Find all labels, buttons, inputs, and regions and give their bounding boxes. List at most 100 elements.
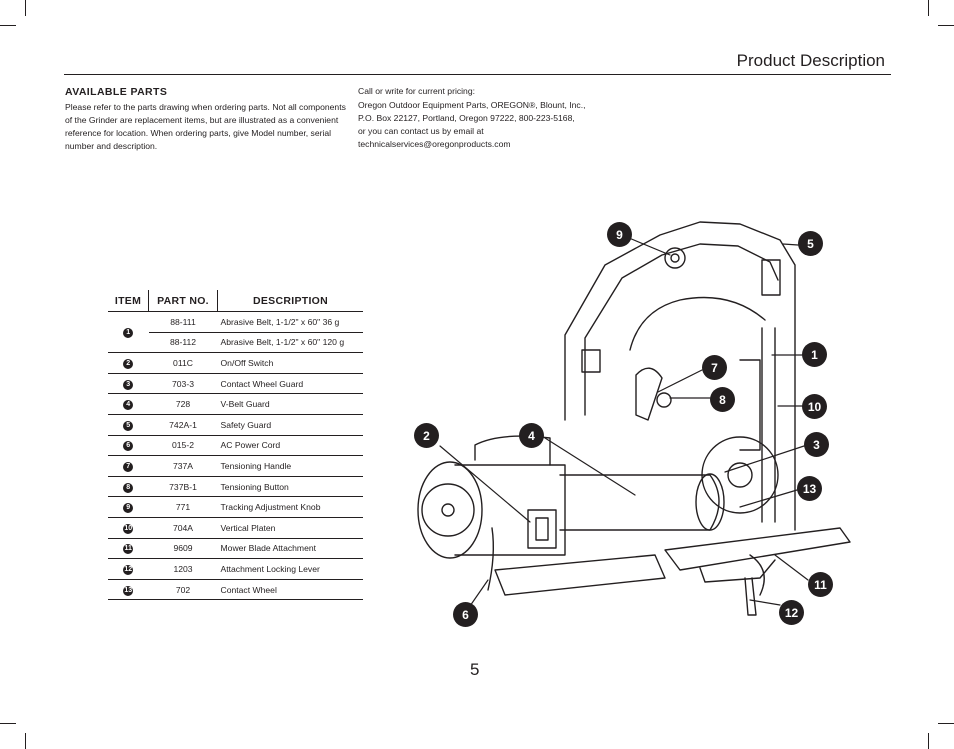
item-number-cell: 7 (108, 455, 149, 477)
crop-mark (938, 723, 954, 724)
part-number-cell: 737B-1 (148, 476, 218, 498)
leader-line-6 (469, 579, 489, 607)
callout-11: 11 (808, 572, 833, 597)
contact-line: or you can contact us by email at (358, 126, 484, 136)
parts-table: ITEM PART NO. DESCRIPTION 1 88-111 Abras… (108, 290, 363, 601)
crop-mark (0, 723, 16, 724)
available-parts-body: Please refer to the parts drawing when o… (65, 102, 346, 151)
leader-line-2 (439, 445, 531, 523)
description-cell: Attachment Locking Lever (217, 558, 363, 580)
leader-line-7 (657, 369, 703, 393)
table-row: 10 704A Vertical Platen (108, 517, 363, 539)
part-number-cell: 702 (148, 579, 218, 601)
part-number-cell: 1203 (148, 558, 218, 580)
callout-5: 5 (798, 231, 823, 256)
callout-10: 10 (802, 394, 827, 419)
table-row: 3 703-3 Contact Wheel Guard (108, 373, 363, 395)
part-number-cell: 88-111 (148, 311, 218, 333)
item-number-badge: 8 (123, 482, 134, 493)
item-number-badge: 1 (123, 328, 134, 339)
crop-mark (25, 0, 26, 16)
switch-rocker-shape (535, 517, 549, 541)
table-header-row: ITEM PART NO. DESCRIPTION (108, 290, 363, 312)
item-number-cell: 2 (108, 352, 149, 374)
v-belt-guard-shape (559, 474, 720, 531)
item-number-badge: 13 (123, 585, 134, 596)
table-row: 6 015-2 AC Power Cord (108, 435, 363, 457)
item-number-badge: 5 (123, 420, 134, 431)
contact-line: Oregon Outdoor Equipment Parts, OREGON®,… (358, 100, 586, 110)
platen-bracket-shape (739, 359, 761, 451)
available-parts-heading: AVAILABLE PARTS (65, 86, 168, 98)
guard-slot-shape (761, 259, 781, 296)
item-number-badge: 3 (123, 379, 134, 390)
crop-mark (938, 25, 954, 26)
page-title: Product Description (736, 51, 885, 70)
item-number-cell: 3 (108, 373, 149, 395)
motor-top-box (474, 435, 551, 466)
item-number-cell: 10 (108, 517, 149, 539)
leader-lines (439, 237, 809, 607)
item-number-cell: 12 (108, 558, 149, 580)
table-row: 1 88-111 Abrasive Belt, 1-1/2" x 60" 36 … (108, 311, 363, 354)
part-number-cell: 737A (148, 455, 218, 477)
item-number-cell: 11 (108, 538, 149, 560)
tracking-knob-shape (664, 247, 686, 269)
contact-block: Oregon Outdoor Equipment Parts, OREGON®,… (358, 99, 638, 151)
table-row: 2 011C On/Off Switch (108, 352, 363, 374)
column-header-item: ITEM (108, 290, 149, 312)
part-number-cell: 011C (148, 352, 218, 374)
motor-end-bell (417, 461, 483, 559)
leader-line-13 (739, 489, 798, 508)
frame-inner-shape (584, 243, 779, 416)
leader-line-4 (544, 437, 636, 496)
part-number-cell: 742A-1 (148, 414, 218, 436)
callout-12: 12 (779, 600, 804, 625)
item-number-cell: 8 (108, 476, 149, 498)
locking-lever-shape (744, 577, 757, 616)
crop-mark (0, 25, 16, 26)
leader-line-12 (749, 599, 781, 606)
table-row: 8 737B-1 Tensioning Button (108, 476, 363, 498)
callout-9: 9 (607, 222, 632, 247)
column-header-description: DESCRIPTION (217, 290, 363, 312)
table-row: 7 737A Tensioning Handle (108, 455, 363, 477)
description-cell: Tensioning Button (217, 476, 363, 498)
contact-heading: Call or write for current pricing: (358, 86, 476, 96)
contact-email[interactable]: technicalservices@oregonproducts.com (358, 139, 511, 149)
table-row: 9 771 Tracking Adjustment Knob (108, 496, 363, 518)
item-number-badge: 4 (123, 400, 134, 411)
leader-line-9 (628, 237, 671, 256)
item-number-badge: 2 (123, 358, 134, 369)
item-number-cell: 13 (108, 579, 149, 601)
description-cell: Tensioning Handle (217, 455, 363, 477)
table-row: 11 9609 Mower Blade Attachment (108, 538, 363, 560)
power-cord-shape (487, 527, 495, 591)
v-belt-guard-end (695, 473, 725, 531)
callout-4: 4 (519, 423, 544, 448)
callout-8: 8 (710, 387, 735, 412)
contact-wheel-hub (727, 462, 753, 488)
description-cell: AC Power Cord (217, 435, 363, 457)
table-row: 4 728 V-Belt Guard (108, 393, 363, 415)
mower-blade-attachment-shape (749, 554, 765, 596)
frame-window-shape (629, 296, 766, 351)
table-row: 5 742A-1 Safety Guard (108, 414, 363, 436)
callout-6: 6 (453, 602, 478, 627)
contact-wheel-shape (701, 436, 779, 514)
item-number-cell: 4 (108, 393, 149, 415)
callout-3: 3 (804, 432, 829, 457)
guard-vent-shape (581, 349, 601, 373)
item-number-badge: 10 (123, 523, 134, 534)
description-cell: Tracking Adjustment Knob (217, 496, 363, 518)
motor-fan-center (441, 503, 455, 517)
part-number-cell: 703-3 (148, 373, 218, 395)
header-divider (64, 74, 891, 75)
table-row: 88-112 Abrasive Belt, 1-1/2" x 60" 120 g (108, 332, 363, 354)
description-cell: V-Belt Guard (217, 393, 363, 415)
item-number-badge: 6 (123, 441, 134, 452)
tracking-knob-hub (670, 253, 680, 263)
tension-button-shape (656, 392, 672, 408)
page-number: 5 (470, 660, 480, 679)
item-number-badge: 9 (123, 503, 134, 514)
